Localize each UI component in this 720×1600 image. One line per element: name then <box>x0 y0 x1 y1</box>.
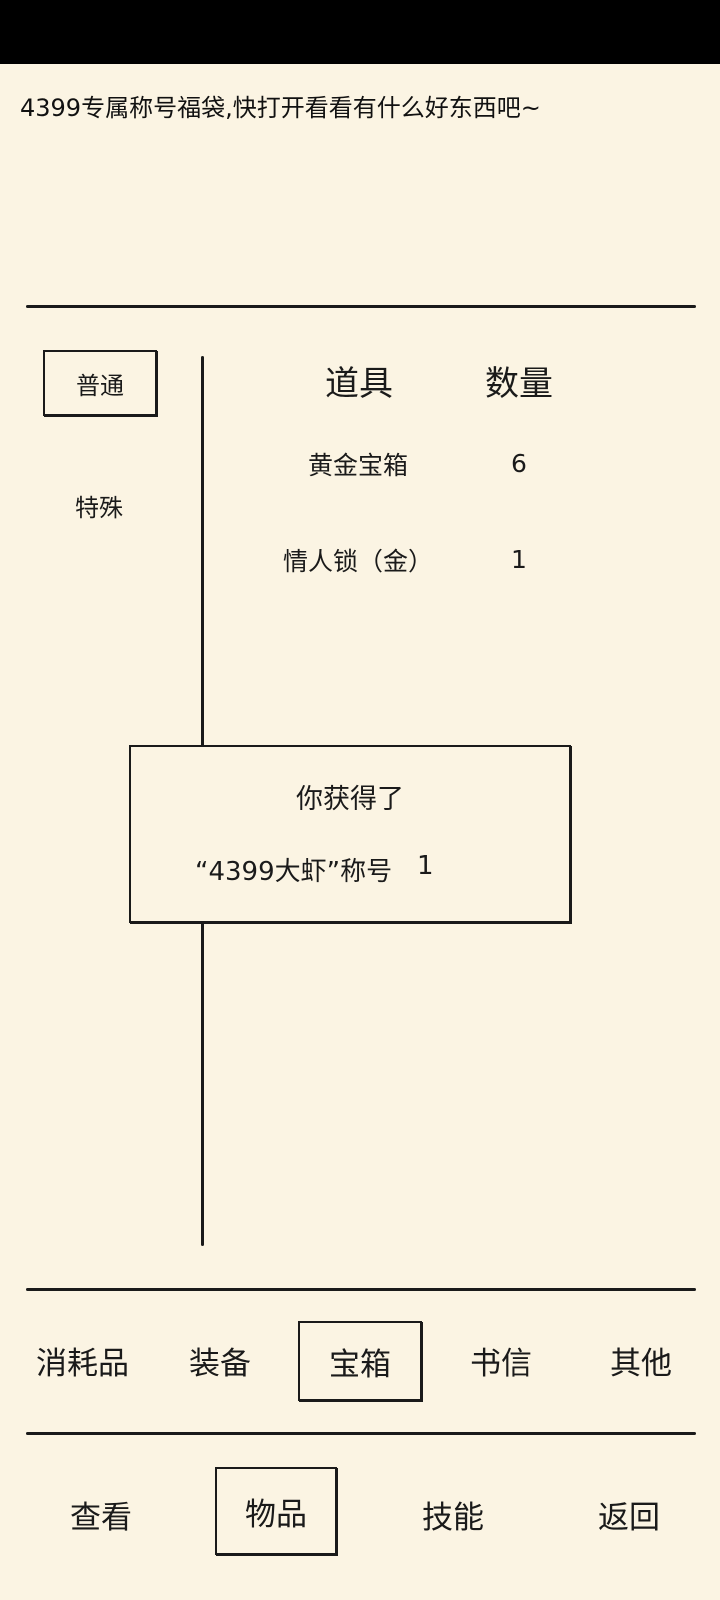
column-header-item: 道具 <box>325 364 393 404</box>
nav-skills[interactable]: 技能 <box>422 1500 484 1536</box>
nav-view[interactable]: 查看 <box>70 1500 132 1536</box>
tab-letters[interactable]: 书信 <box>470 1346 532 1382</box>
top-divider <box>26 305 696 308</box>
tab-other[interactable]: 其他 <box>610 1346 672 1382</box>
tab-chests[interactable]: 宝箱 <box>298 1321 422 1401</box>
subtab-normal-label: 普通 <box>76 371 124 400</box>
popup-reward-name: “4399大虾”称号 <box>195 857 393 887</box>
table-row-item-name[interactable]: 黄金宝箱 <box>308 451 409 480</box>
nav-items-label: 物品 <box>245 1496 307 1533</box>
tab-consumables[interactable]: 消耗品 <box>36 1346 129 1382</box>
reward-popup[interactable]: 你获得了 “4399大虾”称号 1 <box>129 745 571 923</box>
nav-top-divider <box>26 1432 696 1435</box>
tab-chests-label: 宝箱 <box>329 1346 391 1383</box>
subtab-normal[interactable]: 普通 <box>43 350 157 416</box>
nav-items[interactable]: 物品 <box>215 1467 337 1555</box>
item-description: 4399专属称号福袋,快打开看看有什么好东西吧~ <box>20 94 541 122</box>
table-row-item-name[interactable]: 情人锁（金） <box>283 547 434 576</box>
popup-reward-qty: 1 <box>417 851 434 881</box>
column-header-quantity: 数量 <box>485 364 553 404</box>
tab-equipment[interactable]: 装备 <box>189 1346 251 1382</box>
table-row-item-qty: 6 <box>511 449 527 478</box>
subtab-special[interactable]: 特殊 <box>75 494 123 522</box>
status-bar <box>0 0 720 64</box>
popup-title: 你获得了 <box>296 784 404 815</box>
category-top-divider <box>26 1288 696 1291</box>
table-row-item-qty: 1 <box>511 545 527 574</box>
nav-back[interactable]: 返回 <box>598 1500 660 1536</box>
